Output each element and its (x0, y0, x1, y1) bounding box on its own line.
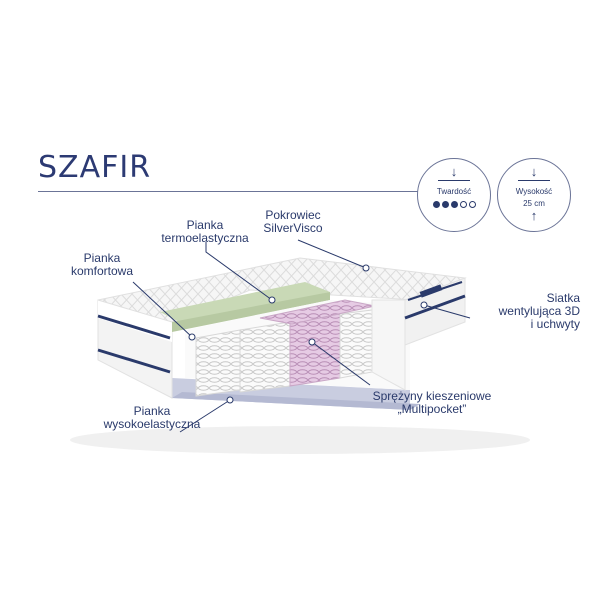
mesh-handle (419, 284, 443, 298)
firmness-label: Twardość (436, 187, 472, 196)
height-value: 25 cm (523, 199, 545, 208)
callout-foam-high: Pianka wysokoelastyczna (103, 404, 201, 431)
green-foam-layer (160, 282, 330, 325)
height-badge: ↓ Wysokość 25 cm ↑ (497, 158, 571, 232)
leader-foam-comfort (132, 281, 193, 338)
arrow-down-icon: ↓ (450, 164, 458, 179)
leader-mesh (423, 304, 471, 319)
firmness-dot (441, 201, 449, 208)
right-piping (404, 294, 466, 320)
leader-foam-thermo (205, 242, 273, 301)
title-divider (38, 191, 418, 192)
firmness-dot (459, 201, 467, 208)
product-title: SZAFIR (38, 150, 152, 185)
firmness-badge: ↓ Twardość (417, 158, 491, 232)
height-label: Wysokość (515, 187, 553, 196)
firmness-dot (432, 201, 440, 208)
pocket-springs-white (195, 329, 241, 397)
left-piping (97, 314, 171, 340)
pocket-springs-pink (289, 313, 341, 387)
leader-foam-high (179, 399, 231, 433)
callout-foam-comfort: Pianka komfortowa (70, 251, 134, 278)
callout-cover: Pokrowiec SilverVisco (263, 208, 323, 235)
arrow-up-icon: ↑ (530, 208, 538, 223)
leader-cover (297, 239, 367, 269)
callout-foam-thermo: Pianka termoelastyczna (161, 218, 249, 245)
firmness-dot (450, 201, 458, 208)
leader-springs (311, 341, 371, 386)
firmness-dot (468, 201, 476, 208)
callout-mesh: Siatka wentylująca 3D i uchwyty (498, 291, 580, 331)
arrow-down-icon: ↓ (530, 164, 538, 179)
callout-springs: Sprężyny kieszeniowe „Multipocket” (372, 389, 492, 416)
firmness-dots (418, 201, 490, 208)
